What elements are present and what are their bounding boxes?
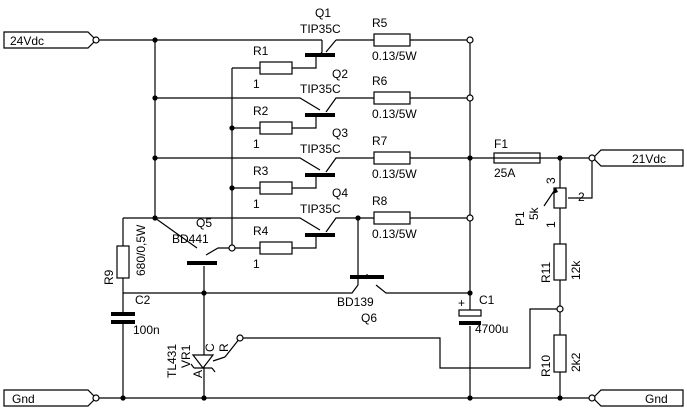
vr1-part: TL431 xyxy=(165,344,179,378)
resistor-r3: R3 1 xyxy=(253,164,293,211)
vr1-pin-a: A xyxy=(191,370,205,378)
r11-value: 12k xyxy=(569,260,583,280)
r2-ref: R2 xyxy=(253,104,269,118)
r8-value: 0.13/5W xyxy=(372,227,417,241)
ground-terminal-left: Gnd xyxy=(3,389,97,407)
resistor-r10: R10 2k2 xyxy=(539,334,583,377)
capacitor-c2: C2 100n xyxy=(111,293,160,337)
resistor-r9: R9 680/0,5W xyxy=(102,224,148,285)
p1-pin2: 2 xyxy=(578,190,585,204)
transistor-q2: Q2 TIP35C xyxy=(300,67,348,117)
vr1-pin-c: C xyxy=(203,343,217,352)
capacitor-c1: + C1 4700u xyxy=(458,293,508,336)
wiring xyxy=(96,39,593,399)
p1-value: 5k xyxy=(527,206,541,220)
r5-value: 0.13/5W xyxy=(372,49,417,63)
r6-ref: R6 xyxy=(372,74,388,88)
r2-value: 1 xyxy=(253,137,260,151)
terminal-circles xyxy=(92,36,596,402)
resistor-r6: R6 0.13/5W xyxy=(372,74,417,121)
q1-part: TIP35C xyxy=(300,22,341,36)
r9-ref: R9 xyxy=(102,269,116,285)
q3-part: TIP35C xyxy=(300,142,341,156)
vr1-ref: VR1 xyxy=(179,344,193,368)
q2-part: TIP35C xyxy=(300,82,341,96)
r8-ref: R8 xyxy=(372,194,388,208)
output-voltage-label: 21Vdc xyxy=(632,152,666,166)
c1-ref: C1 xyxy=(479,293,495,307)
r4-ref: R4 xyxy=(253,224,269,238)
fuse-f1: F1 25A xyxy=(493,137,541,180)
r1-value: 1 xyxy=(253,77,260,91)
r4-value: 1 xyxy=(253,257,260,271)
p1-pin3: 3 xyxy=(544,177,558,184)
input-voltage-label: 24Vdc xyxy=(10,34,44,48)
r3-value: 1 xyxy=(253,197,260,211)
q1-ref: Q1 xyxy=(315,6,331,20)
r10-ref: R10 xyxy=(539,355,553,377)
potentiometer-p1: 3 2 1 P1 5k xyxy=(513,177,585,228)
q2-ref: Q2 xyxy=(332,67,348,81)
c1-value: 4700u xyxy=(475,322,508,336)
r5-ref: R5 xyxy=(372,16,388,30)
ground-label-right: Gnd xyxy=(645,392,668,406)
resistor-r11: R11 12k xyxy=(539,243,583,283)
r7-value: 0.13/5W xyxy=(372,167,417,181)
transistor-q4: Q4 TIP35C xyxy=(300,186,348,237)
q5-part: BD441 xyxy=(172,232,209,246)
resistor-r5: R5 0.13/5W xyxy=(372,16,417,63)
q4-part: TIP35C xyxy=(300,202,341,216)
resistor-r7: R7 0.13/5W xyxy=(372,134,417,181)
r1-ref: R1 xyxy=(253,44,269,58)
r9-value: 680/0,5W xyxy=(134,224,148,276)
shunt-reference-vr1: TL431 VR1 C A R xyxy=(165,343,231,378)
p1-ref: P1 xyxy=(513,211,527,226)
resistor-r4: R4 1 xyxy=(253,224,293,271)
r3-ref: R3 xyxy=(253,164,269,178)
transistor-q5: Q5 BD441 xyxy=(172,216,217,265)
f1-ref: F1 xyxy=(494,137,508,151)
resistor-r1: R1 1 xyxy=(253,44,293,91)
r11-ref: R11 xyxy=(539,262,553,283)
q6-part: BD139 xyxy=(337,295,374,309)
q5-ref: Q5 xyxy=(196,216,212,230)
ground-terminal-right: Gnd xyxy=(592,389,684,407)
q6-ref: Q6 xyxy=(361,311,377,325)
c1-polarity: + xyxy=(458,296,465,310)
output-terminal-21vdc: 21Vdc xyxy=(592,149,684,167)
r6-value: 0.13/5W xyxy=(372,107,417,121)
c2-value: 100n xyxy=(133,323,160,337)
transistor-q1: Q1 TIP35C xyxy=(300,6,341,57)
c2-ref: C2 xyxy=(135,293,151,307)
q3-ref: Q3 xyxy=(332,126,348,140)
r10-value: 2k2 xyxy=(569,352,583,372)
f1-value: 25A xyxy=(494,166,515,180)
resistor-r2: R2 1 xyxy=(253,104,293,151)
p1-pin1: 1 xyxy=(544,221,558,228)
ground-label-left: Gnd xyxy=(12,392,35,406)
resistor-r8: R8 0.13/5W xyxy=(372,194,417,241)
transistor-q3: Q3 TIP35C xyxy=(300,126,348,177)
vr1-pin-r: R xyxy=(217,343,231,352)
transistor-q6: BD139 Q6 xyxy=(337,275,384,325)
q4-ref: Q4 xyxy=(332,186,348,200)
input-terminal-24vdc: 24Vdc xyxy=(3,31,97,49)
r7-ref: R7 xyxy=(372,134,388,148)
